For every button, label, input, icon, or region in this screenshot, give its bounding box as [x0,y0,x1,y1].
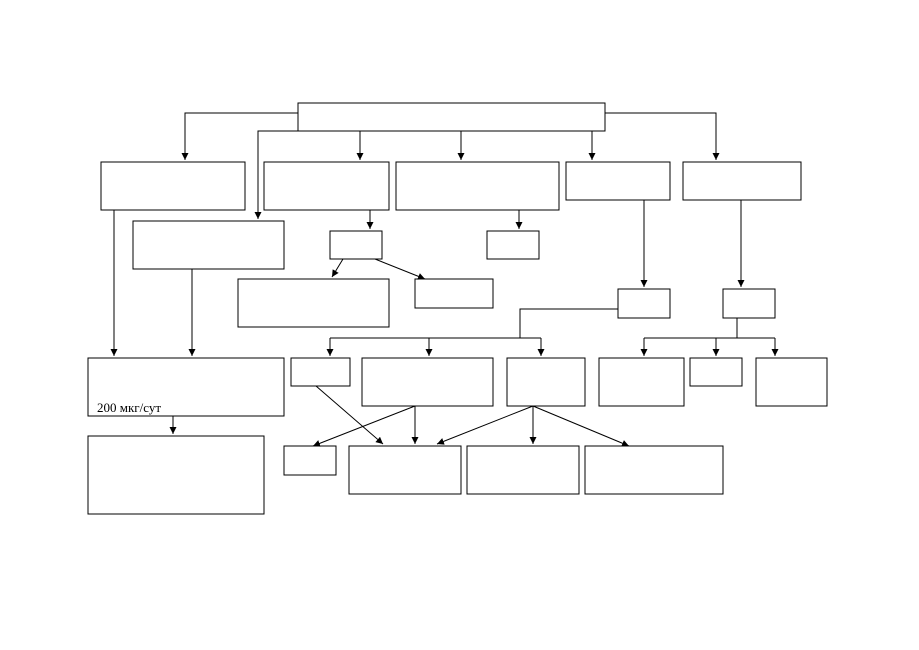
box-l5-b [348,445,462,495]
connector-root-l1e [605,112,720,160]
box-l2-c [486,230,540,260]
connector-l2b-l3b [374,258,426,280]
box-l3-b [414,278,494,309]
box-l3-a [237,278,390,328]
box-l4-d [598,357,685,407]
box-l1-e [682,161,802,201]
box-l4-f [755,357,828,407]
box-l4-c [506,357,586,407]
box-l2-b [329,230,383,260]
dosage-label: 200 мкг/сут [97,400,161,415]
connector-l4b-l5a [312,405,416,447]
connector-l4a-l5b [315,385,384,445]
connector-l2b-l3a [331,258,344,278]
box-l5-c [466,445,580,495]
box-l3-d [722,288,776,319]
box-root [297,102,606,132]
connector-root-l1a [181,112,298,160]
connector-l4c-l5b [436,405,534,445]
box-l5-a [283,445,337,476]
box-l1-d [565,161,671,201]
box-l5-d [584,445,724,495]
box-l4-b [361,357,494,407]
box-l4-a [290,357,351,387]
box-l3-c [617,288,671,319]
box-l4-e [689,357,743,387]
connector-root-l2a [254,130,298,219]
box-dosage [87,357,285,417]
box-bottom-left [87,435,265,515]
box-l2-a [132,220,285,270]
connector-l4c-l5d [532,405,630,447]
connector-l3c-bus [519,308,618,338]
box-l1-b [263,161,390,211]
box-l1-a [100,161,246,211]
box-l1-c [395,161,560,211]
